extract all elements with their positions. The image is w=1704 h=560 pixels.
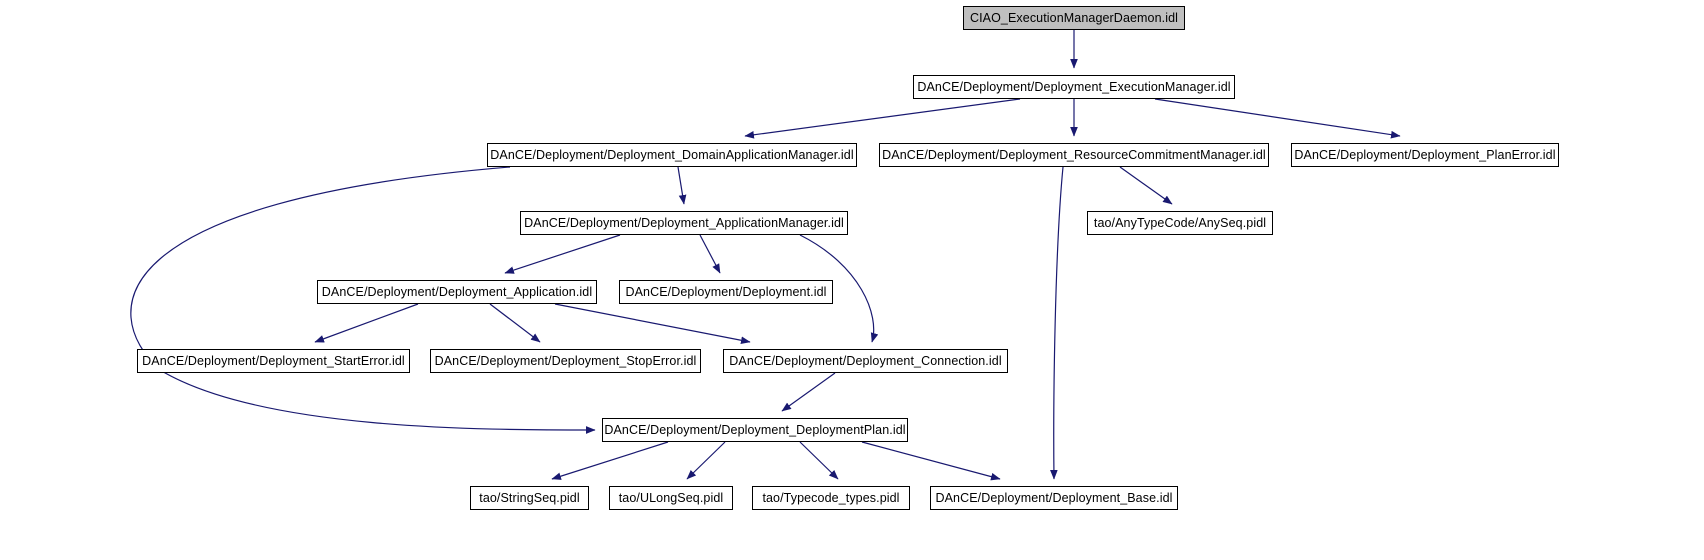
graph-node-label: DAnCE/Deployment/Deployment_Connection.i… xyxy=(729,353,1002,368)
graph-node[interactable]: DAnCE/Deployment/Deployment_Connection.i… xyxy=(723,349,1008,373)
graph-node[interactable]: DAnCE/Deployment/Deployment_PlanError.id… xyxy=(1291,143,1559,167)
graph-node[interactable]: DAnCE/Deployment/Deployment_ApplicationM… xyxy=(520,211,848,235)
graph-node-label: DAnCE/Deployment/Deployment_StartError.i… xyxy=(142,353,405,368)
graph-node-label: tao/AnyTypeCode/AnySeq.pidl xyxy=(1093,215,1267,230)
graph-node-label: DAnCE/Deployment/Deployment_ExecutionMan… xyxy=(917,79,1231,94)
graph-edge xyxy=(551,441,669,480)
graph-node-label: tao/Typecode_types.pidl xyxy=(762,490,900,505)
graph-edge xyxy=(861,441,1001,481)
graph-node[interactable]: tao/ULongSeq.pidl xyxy=(609,486,733,510)
graph-edge xyxy=(554,303,751,345)
graph-node[interactable]: tao/AnyTypeCode/AnySeq.pidl xyxy=(1087,211,1273,235)
graph-node[interactable]: tao/Typecode_types.pidl xyxy=(752,486,910,510)
graph-node-label: DAnCE/Deployment/Deployment_StopError.id… xyxy=(434,353,697,368)
graph-edge xyxy=(1050,166,1064,480)
graph-node[interactable]: DAnCE/Deployment/Deployment_ResourceComm… xyxy=(879,143,1269,167)
graph-node-label: tao/StringSeq.pidl xyxy=(479,490,580,505)
graph-node-label: DAnCE/Deployment/Deployment_PlanError.id… xyxy=(1294,147,1556,162)
graph-node[interactable]: DAnCE/Deployment/Deployment.idl xyxy=(619,280,833,304)
graph-edge xyxy=(781,372,836,412)
graph-node-label: tao/ULongSeq.pidl xyxy=(618,490,724,505)
graph-node-label: DAnCE/Deployment/Deployment_Application.… xyxy=(321,284,593,299)
graph-node-label: DAnCE/Deployment/Deployment_Base.idl xyxy=(935,490,1173,505)
graph-node[interactable]: DAnCE/Deployment/Deployment_Base.idl xyxy=(930,486,1178,510)
graph-node-label: DAnCE/Deployment/Deployment_DeploymentPl… xyxy=(604,422,906,437)
graph-node[interactable]: DAnCE/Deployment/Deployment_StartError.i… xyxy=(137,349,410,373)
graph-edge xyxy=(799,441,839,480)
graph-node[interactable]: DAnCE/Deployment/Deployment_ExecutionMan… xyxy=(913,75,1235,99)
graph-node[interactable]: DAnCE/Deployment/Deployment_DeploymentPl… xyxy=(602,418,908,442)
graph-edge xyxy=(699,234,721,274)
graph-node-label: CIAO_ExecutionManagerDaemon.idl xyxy=(969,10,1179,25)
graph-edge xyxy=(489,303,541,343)
graph-node-label: DAnCE/Deployment/Deployment_ApplicationM… xyxy=(524,215,844,230)
graph-node[interactable]: DAnCE/Deployment/Deployment_StopError.id… xyxy=(430,349,701,373)
graph-edge xyxy=(314,303,419,343)
graph-node-label: DAnCE/Deployment/Deployment_DomainApplic… xyxy=(490,147,854,162)
graph-node[interactable]: CIAO_ExecutionManagerDaemon.idl xyxy=(963,6,1185,30)
graph-node-label: DAnCE/Deployment/Deployment.idl xyxy=(625,284,827,299)
graph-edge xyxy=(1154,98,1401,139)
graph-edge xyxy=(1119,166,1173,205)
graph-node[interactable]: tao/StringSeq.pidl xyxy=(470,486,589,510)
graph-node[interactable]: DAnCE/Deployment/Deployment_Application.… xyxy=(317,280,597,304)
graph-edge xyxy=(677,166,687,205)
graph-edge xyxy=(504,234,621,274)
graph-edge xyxy=(744,98,1021,139)
graph-edge xyxy=(686,441,726,480)
graph-node-label: DAnCE/Deployment/Deployment_ResourceComm… xyxy=(882,147,1266,162)
graph-node[interactable]: DAnCE/Deployment/Deployment_DomainApplic… xyxy=(487,143,857,167)
